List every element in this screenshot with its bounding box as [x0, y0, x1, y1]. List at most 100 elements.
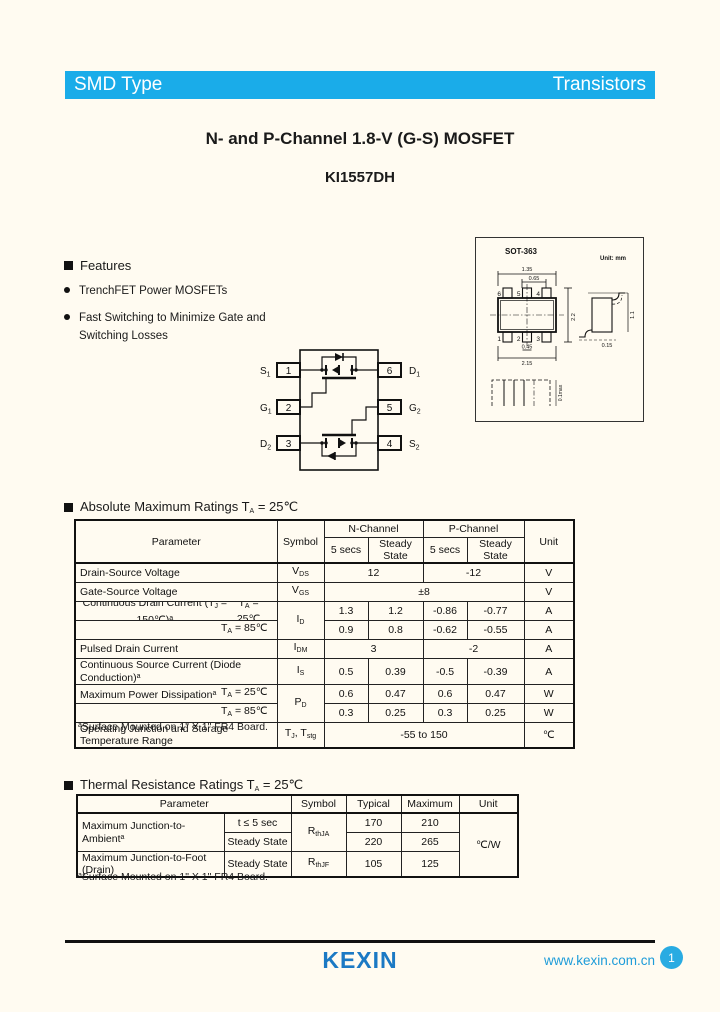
symbol-cell: TJ, Tstg [276, 722, 325, 749]
pkg-pin-6: 6 [497, 291, 501, 298]
value-cell: -0.86 [422, 601, 468, 621]
value-cell: -0.5 [422, 658, 468, 685]
amr-section-heading: Absolute Maximum Ratings TA = 25℃ [64, 499, 298, 515]
feature-text: Fast Switching to Minimize Gate and Swit… [79, 312, 266, 342]
square-bullet-icon [64, 261, 73, 270]
condition-cell: t ≤ 5 sec [223, 812, 292, 833]
footer-rule [65, 940, 655, 943]
value-cell: 0.5 [323, 658, 369, 685]
circle-bullet-icon [64, 287, 70, 293]
value-cell: 1.2 [367, 601, 424, 621]
thermal-footnote: aSurface Mounted on 1" X 1" FR4 Board. [78, 871, 268, 883]
param-cell: Gate-Source Voltage [74, 582, 278, 602]
param-cell: Maximum Junction-to-Ambienta [76, 812, 225, 852]
table-row: Pulsed Drain Current IDM 3 -2 A [74, 639, 575, 659]
circle-bullet-icon [64, 314, 70, 320]
value-cell: -55 to 150 [323, 722, 525, 749]
table-row: Continuous Drain Current (TJ = 150℃)a TA… [74, 601, 575, 640]
unit-cell: ℃/W [458, 812, 519, 878]
feature-text: TrenchFET Power MOSFETs [79, 285, 228, 297]
value-cell: -2 [422, 639, 525, 659]
param-cell: Pulsed Drain Current [74, 639, 278, 659]
package-drawing: SOT-363 Unit: mm [490, 247, 636, 406]
table-row: Maximum Junction-to-Foot (Drain) Steady … [76, 851, 518, 878]
condition-cell: Steady State [223, 851, 292, 878]
unit-cell: A [523, 639, 575, 659]
pin-number: 6 [387, 366, 393, 377]
col-parameter: Parameter [76, 794, 292, 814]
value-cell: 1.3 [323, 601, 369, 621]
col-5secs: 5 secs [422, 537, 468, 564]
param-cell: Maximum Junction-to-Foot (Drain) [76, 851, 225, 878]
package-unit-label: Unit: mm [600, 256, 626, 262]
symbol-cell: ID [276, 601, 325, 640]
table-row: Maximum Junction-to-Ambienta t ≤ 5 sec R… [76, 812, 519, 878]
param-cell: Operating Junction and Storage Temperatu… [74, 722, 278, 749]
condition-text: TA = 25℃ [236, 601, 261, 621]
dim-foot: 0.15 [602, 343, 613, 349]
value-cell: 125 [400, 851, 460, 878]
features-section: Features TrenchFET Power MOSFETs Fast Sw… [64, 258, 322, 345]
value-cell: 220 [345, 832, 402, 852]
dim-height: 1.1 [630, 311, 636, 319]
pkg-pin-1: 1 [497, 336, 501, 343]
thermal-heading-label: Thermal Resistance Ratings TA = 25℃ [80, 777, 304, 793]
thermal-section-heading: Thermal Resistance Ratings TA = 25℃ [64, 777, 303, 793]
pkg-pin-3: 3 [536, 336, 540, 343]
value-cell: 0.9 [323, 620, 369, 640]
unit-cell: V [523, 582, 575, 602]
col-unit: Unit [458, 794, 519, 814]
symbol-cell: RthJF [290, 851, 347, 878]
col-steady: Steady State [466, 537, 525, 564]
value-cell: 0.6 [422, 684, 468, 704]
symbol-cell: IDM [276, 639, 325, 659]
page-title: N- and P-Channel 1.8-V (G-S) MOSFET [205, 129, 515, 148]
col-parameter: Parameter [74, 519, 278, 564]
header-banner: SMD Type Transistors [65, 71, 655, 99]
unit-cell: W [523, 684, 575, 704]
page-number-badge: 1 [660, 946, 683, 969]
col-typical: Typical [345, 794, 402, 814]
table-row: Gate-Source Voltage VGS ±8 V [74, 582, 575, 602]
param-cell: Maximum Power Dissipationa TA = 25℃ [74, 684, 278, 704]
col-maximum: Maximum [400, 794, 460, 814]
value-cell: -0.77 [466, 601, 525, 621]
value-cell: -0.62 [422, 620, 468, 640]
amr-subheader-row: 5 secs Steady State 5 secs Steady State [75, 537, 574, 564]
feature-item: Fast Switching to Minimize Gate and Swit… [64, 309, 322, 345]
value-cell: ±8 [323, 582, 525, 602]
dim-pitch: 0.65 [529, 276, 540, 282]
value-cell: -0.39 [466, 658, 525, 685]
value-cell: 0.3 [422, 703, 468, 723]
value-cell: 0.47 [367, 684, 424, 704]
thermal-header-row: Parameter Symbol Typical Maximum Unit [76, 794, 519, 814]
package-drawing-box: SOT-363 Unit: mm [475, 237, 644, 422]
col-p-channel: P-Channel [422, 519, 525, 538]
col-symbol: Symbol [290, 794, 347, 814]
dim-overall-width: 2.15 [522, 361, 533, 367]
value-cell: 265 [400, 832, 460, 852]
param-cell: Drain-Source Voltage [74, 562, 278, 583]
port-label-g1: G1 [260, 403, 272, 416]
symbol-cell: VGS [276, 582, 325, 602]
port-label-g2: G2 [409, 403, 421, 416]
dim-span: 2.2 [571, 313, 577, 321]
part-number: KI1557DH [324, 169, 396, 186]
website-link[interactable]: www.kexin.com.cn [543, 953, 655, 968]
col-steady: Steady State [367, 537, 424, 564]
value-cell: -0.55 [466, 620, 525, 640]
port-label-d2: D2 [260, 439, 271, 452]
unit-cell: A [523, 601, 575, 621]
feature-item: TrenchFET Power MOSFETs [64, 282, 322, 300]
table-row: Drain-Source Voltage VDS 12 -12 V [74, 562, 575, 583]
pin-number: 2 [286, 403, 292, 414]
kexin-logo-text: KEXIN [322, 947, 398, 973]
value-cell: 210 [400, 812, 460, 833]
value-cell: 12 [323, 562, 424, 583]
symbol-cell: IS [276, 658, 325, 685]
value-cell: 0.25 [367, 703, 424, 723]
pin-number: 4 [387, 439, 393, 450]
table-row: TA = 85℃ 0.3 0.25 0.3 0.25 W [74, 703, 575, 723]
value-cell: 0.25 [466, 703, 525, 723]
value-cell: 105 [345, 851, 402, 878]
